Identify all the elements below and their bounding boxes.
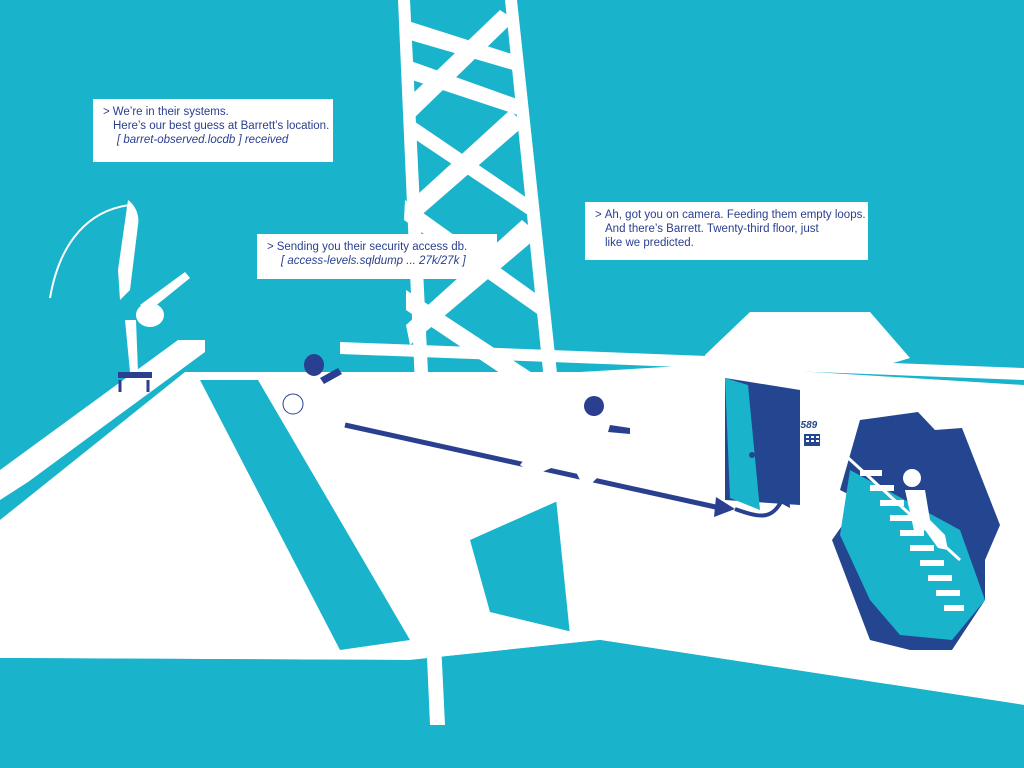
prompt-glyph: > [267,241,274,253]
running-character [510,396,630,490]
prompt-glyph: > [103,106,110,118]
chat-message-1: >We’re in their systems. Here’s our best… [93,99,333,162]
message-line: Ah, got you on camera. Feeding them empt… [604,209,866,221]
message-line: Here’s our best guess at Barrett’s locat… [113,120,330,132]
message-line: Sending you their security access db. [276,241,468,253]
roof-lower-sky [0,640,1024,768]
keypad-icon [804,434,820,446]
radio-tower [398,0,585,725]
message-line: And there’s Barrett. Twenty-third floor,… [605,223,819,235]
message-line: like we predicted. [605,237,694,249]
door-code-label: 4589 [795,420,818,431]
rooftop-door [725,378,800,510]
stair-bulkhead [705,312,910,370]
message-line: We’re in their systems. [112,106,229,118]
crouching-character [282,354,345,415]
roof-left-ledge [0,340,205,500]
roof-shadow-left [200,380,410,650]
file-transfer-status: [ barret-observed.locdb ] received [117,134,289,146]
chat-message-2: >Sending you their security access db. [… [257,234,497,279]
acrobat-character [49,200,190,392]
file-transfer-status: [ access-levels.sqldump ... 27k/27k ] [281,255,466,267]
roof-shadow-mid [470,500,585,635]
barrett-character [903,469,948,550]
prompt-glyph: > [595,209,602,221]
chat-message-3: >Ah, got you on camera. Feeding them emp… [585,202,868,260]
roof-back-rail [340,342,1024,380]
